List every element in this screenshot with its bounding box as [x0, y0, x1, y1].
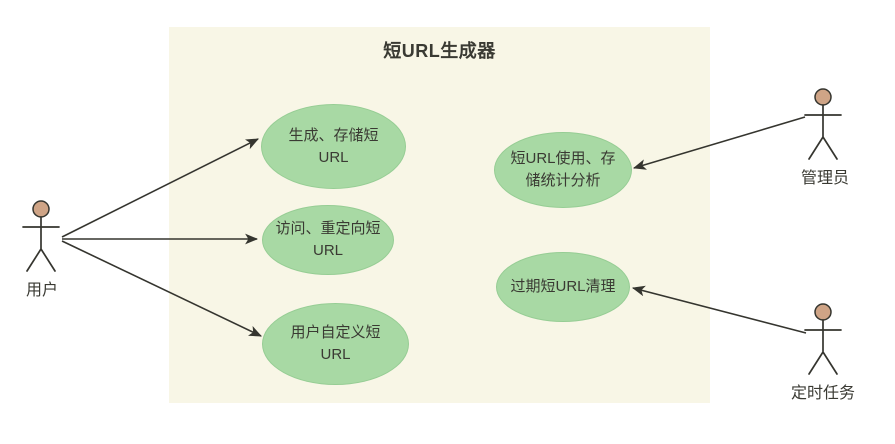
task-head [814, 303, 832, 321]
usecase-label: 短URL使用、存 储统计分析 [510, 150, 616, 189]
actor-label-user: 用户 [25, 282, 58, 299]
arrow-task-to-expired-cleanup [631, 285, 807, 334]
usecase-access-redirect-short-url: 访问、重定向短 URL [262, 205, 394, 275]
arrow-admin-to-usage-stats [632, 116, 806, 170]
diagram-title: 短URL生成器 [383, 41, 496, 61]
arrow-user-to-generate-store [61, 138, 259, 238]
task-body [804, 319, 842, 375]
system-boundary [169, 27, 710, 403]
admin-head [814, 88, 832, 106]
actor-label-admin: 管理员 [800, 170, 849, 187]
usecase-label: 过期短URL清理 [510, 278, 616, 296]
usecase-expired-url-cleanup: 过期短URL清理 [496, 252, 630, 322]
usecase-usage-stats-analysis: 短URL使用、存 储统计分析 [494, 132, 632, 208]
usecase-label: 生成、存储短 URL [288, 126, 379, 166]
user-head [32, 200, 50, 218]
stick-figure-admin-icon [804, 88, 842, 160]
stick-figure-user-icon [22, 200, 60, 272]
user-body [22, 216, 60, 272]
usecase-user-custom-short-url: 用户自定义短 URL [262, 303, 409, 385]
usecase-generate-store-short-url: 生成、存储短 URL [261, 104, 406, 189]
admin-body [804, 104, 842, 160]
actor-label-scheduled-task: 定时任务 [790, 385, 855, 402]
arrow-user-to-user-custom [61, 240, 262, 337]
usecase-label: 访问、重定向短 URL [275, 220, 381, 259]
stick-figure-task-icon [804, 303, 842, 375]
usecase-label: 用户自定义短 URL [290, 324, 381, 363]
